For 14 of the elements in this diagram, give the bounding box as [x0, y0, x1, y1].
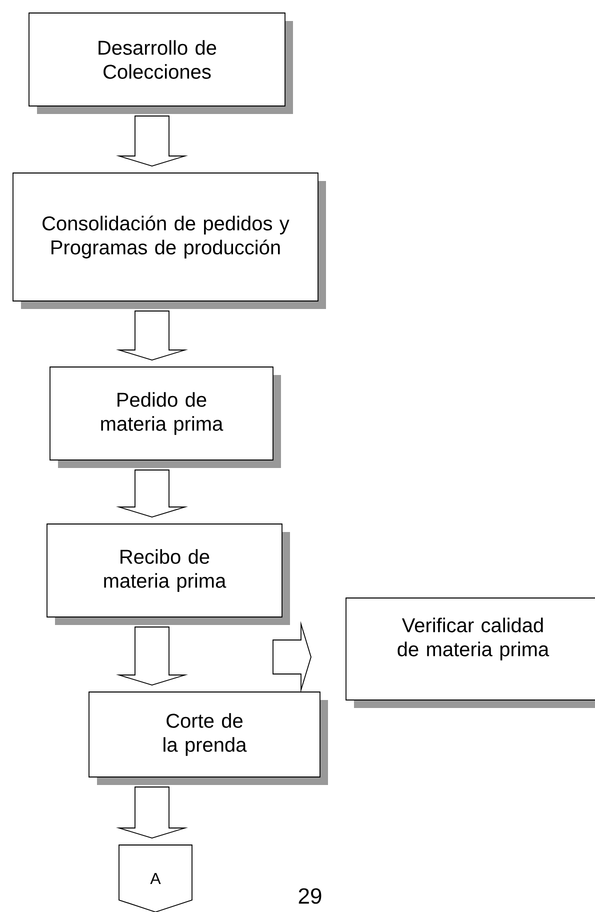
off-page-connector: A — [118, 844, 192, 912]
process-box: Desarrollo de Colecciones — [28, 12, 293, 114]
block-arrow — [116, 310, 188, 360]
process-box: Recibo de materia prima — [46, 524, 290, 625]
block-arrow — [116, 626, 188, 686]
page-number: 29 — [298, 888, 322, 904]
process-box: Consolidación de pedidos y Programas de producción — [12, 172, 326, 309]
process-box: Pedido de materia prima — [50, 366, 281, 468]
block-arrow — [272, 620, 312, 694]
block-arrow — [116, 116, 188, 166]
process-box: Verificar calidad de materia prima — [346, 598, 595, 708]
block-arrow — [116, 470, 188, 518]
block-arrow — [116, 786, 188, 838]
process-box: Corte de la prenda — [88, 692, 328, 785]
